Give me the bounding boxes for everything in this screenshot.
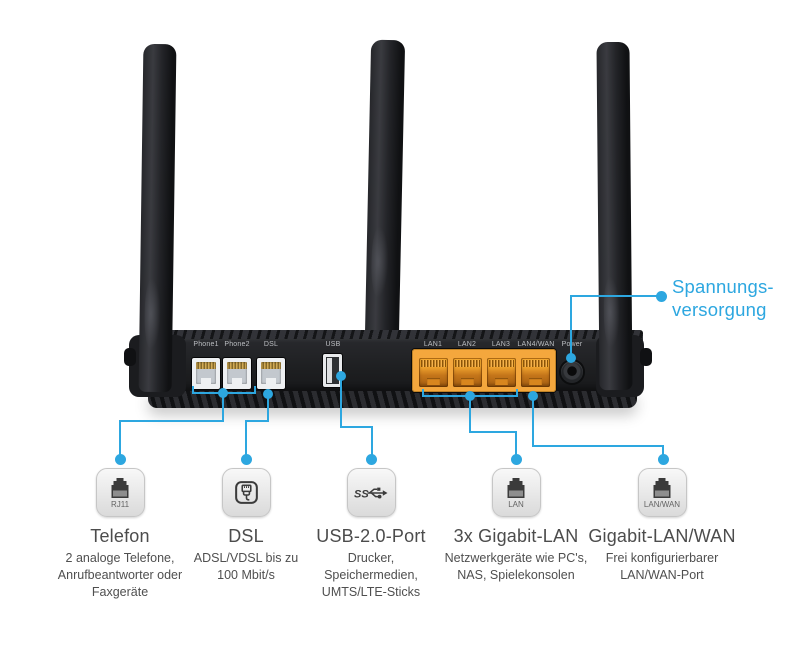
- callout-line-lan4: [532, 396, 534, 447]
- legend-desc-line: NAS, Spielekonsolen: [457, 568, 575, 582]
- legend-desc-line: 2 analoge Telefone,: [65, 551, 175, 565]
- usb-badge: SS: [346, 468, 396, 517]
- legend-item-usb: SS USB-2.0-Port Drucker, Speichermedien,…: [276, 468, 466, 601]
- port-label-usb: USB: [325, 341, 341, 348]
- phone2-rj11-port: [223, 358, 251, 389]
- callout-line-lan: [515, 431, 517, 460]
- callout-dot-lan-badge: [511, 454, 522, 465]
- callout-line-usb: [340, 376, 342, 428]
- callout-line-phone: [222, 393, 224, 422]
- legend-title-gigabit-lan: 3x Gigabit-LAN: [453, 526, 579, 546]
- callout-line-phone: [119, 420, 224, 422]
- port-label-phone1: Phone1: [193, 341, 219, 348]
- callout-dot-power-port: [566, 353, 576, 363]
- legend-desc-dsl: ADSL/VDSL bis zu 100 Mbit/s: [151, 550, 341, 584]
- callout-line-lan4: [532, 445, 664, 447]
- lan4-wan-port: [521, 358, 550, 387]
- legend-desc-line: 100 Mbit/s: [217, 568, 275, 582]
- legend-desc-line: Drucker,: [347, 551, 395, 565]
- callout-line-usb: [371, 426, 373, 460]
- usb-superspeed-icon: SS: [354, 483, 388, 503]
- callout-line-lan-bracket-tick: [516, 389, 518, 397]
- rj11-badge-caption: RJ11: [110, 499, 130, 509]
- lan-badge-caption: LAN: [508, 499, 524, 509]
- power-jack: [561, 361, 583, 383]
- legend-desc-line: Faxgeräte: [91, 585, 149, 599]
- callout-dot-usb-badge: [366, 454, 377, 465]
- callout-dot-power-label: [656, 291, 667, 302]
- lan-wan-badge: LAN/WAN: [637, 468, 687, 517]
- legend-desc-gigabit-lan-wan: Frei konfigurierbarer LAN/WAN-Port: [567, 550, 757, 584]
- power-supply-callout-label: Spannungs- versorgung: [672, 276, 774, 321]
- callout-line-lan: [469, 396, 471, 433]
- port-label-phone2: Phone2: [224, 341, 250, 348]
- port-label-lan4-wan: LAN4/WAN: [517, 341, 555, 348]
- legend-desc-line: LAN/WAN-Port: [620, 568, 704, 582]
- legend-item-dsl: DSL ADSL/VDSL bis zu 100 Mbit/s: [151, 468, 341, 584]
- dsl-connector-icon: [233, 479, 260, 506]
- port-label-lan3: LAN3: [491, 341, 511, 348]
- callout-dot-lanwan-badge: [658, 454, 669, 465]
- legend-desc-telefon: 2 analoge Telefone, Anrufbeantworter ode…: [25, 550, 215, 601]
- callout-line-lan4: [662, 445, 664, 460]
- hinge-knuckle-right: [640, 348, 652, 366]
- lan1-port: [419, 358, 448, 387]
- usb-ss-text: SS: [354, 488, 369, 500]
- port-label-lan2: LAN2: [457, 341, 477, 348]
- legend-title-usb: USB-2.0-Port: [316, 526, 426, 546]
- antenna-middle: [364, 39, 406, 341]
- legend-item-telefon: RJ11 Telefon 2 analoge Telefone, Anrufbe…: [25, 468, 215, 601]
- legend-item-gigabit-lan-wan: LAN/WAN Gigabit-LAN/WAN Frei konfigurier…: [567, 468, 757, 584]
- lan2-port: [453, 358, 482, 387]
- port-label-lan1: LAN1: [423, 341, 443, 348]
- lan3-port: [487, 358, 516, 387]
- antenna-left: [138, 43, 177, 393]
- callout-dot-dsl-badge: [241, 454, 252, 465]
- legend-title-dsl: DSL: [228, 526, 264, 546]
- rj45-lan-wan-plug-icon: [650, 477, 674, 499]
- port-label-dsl: DSL: [263, 341, 279, 348]
- callout-line-dsl: [245, 420, 247, 460]
- legend-desc-usb: Drucker, Speichermedien, UMTS/LTE-Sticks: [276, 550, 466, 601]
- legend-desc-line: Anrufbeantworter oder: [57, 568, 183, 582]
- legend-item-gigabit-lan: LAN 3x Gigabit-LAN Netzwerkgeräte wie PC…: [421, 468, 611, 584]
- legend-desc-gigabit-lan: Netzwerkgeräte wie PC's, NAS, Spielekons…: [421, 550, 611, 584]
- callout-line-phone: [119, 420, 121, 460]
- telefon-badge: RJ11: [95, 468, 145, 517]
- callout-line-lan-bracket-tick: [422, 389, 424, 397]
- callout-line-lan: [469, 431, 517, 433]
- power-supply-callout-line2: versorgung: [672, 298, 767, 320]
- lan-badge: LAN: [491, 468, 541, 517]
- hinge-knuckle-left: [124, 348, 136, 366]
- callout-line-dsl: [245, 420, 269, 422]
- phone1-rj11-port: [192, 358, 220, 389]
- legend-title-gigabit-lan-wan: Gigabit-LAN/WAN: [588, 526, 736, 546]
- legend-desc-line: ADSL/VDSL bis zu: [193, 551, 299, 565]
- dsl-rj11-port: [257, 358, 285, 389]
- legend-desc-line: UMTS/LTE-Sticks: [321, 585, 421, 599]
- rj45-lan-plug-icon: [504, 477, 528, 499]
- antenna-right: [596, 41, 633, 391]
- lan-wan-badge-caption: LAN/WAN: [643, 499, 681, 509]
- callout-dot-telefon-badge: [115, 454, 126, 465]
- legend-desc-line: Speichermedien,: [324, 568, 418, 582]
- power-supply-callout-line1: Spannungs-: [672, 276, 774, 297]
- callout-line-usb: [340, 426, 373, 428]
- dsl-badge: [221, 468, 271, 517]
- callout-line-phone-bracket-tick: [254, 386, 256, 394]
- legend-desc-line: Frei konfigurierbarer: [605, 551, 719, 565]
- callout-line-phone-bracket-tick: [192, 386, 194, 394]
- port-label-power: Power: [561, 341, 583, 348]
- callout-line-dsl: [267, 394, 269, 422]
- legend-title-telefon: Telefon: [90, 526, 150, 546]
- callout-line-power: [571, 295, 661, 297]
- rj11-plug-icon: [108, 477, 132, 499]
- legend-desc-line: Netzwerkgeräte wie PC's,: [444, 551, 588, 565]
- callout-line-power: [570, 295, 572, 357]
